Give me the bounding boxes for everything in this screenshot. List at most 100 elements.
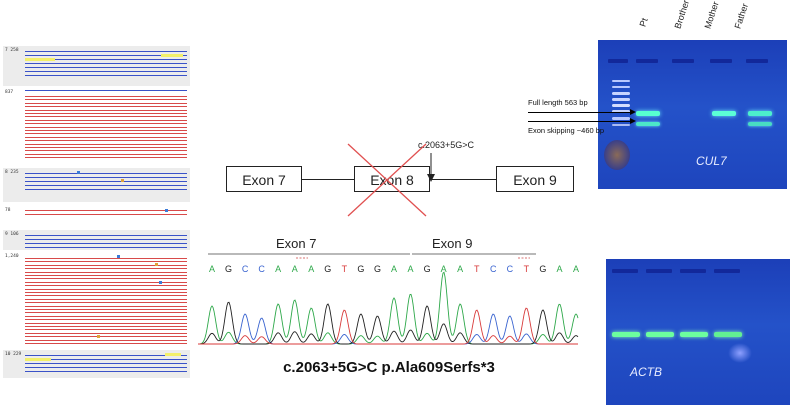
sequence-lines bbox=[25, 46, 187, 86]
actb-band-father bbox=[714, 332, 742, 337]
sequence-line bbox=[25, 71, 187, 72]
sequence-line bbox=[25, 75, 187, 76]
sequence-line bbox=[25, 157, 187, 158]
sequence-line bbox=[25, 113, 187, 114]
base-call-label: A bbox=[308, 264, 314, 274]
sequence-line bbox=[25, 343, 187, 344]
sequence-block-number: 10 229 bbox=[5, 352, 21, 357]
gel-well bbox=[746, 59, 768, 63]
actb-band-mother bbox=[680, 332, 708, 337]
sequence-line bbox=[25, 316, 187, 317]
band-father-skip bbox=[748, 122, 772, 126]
sequence-line bbox=[25, 299, 187, 300]
sequence-block-number: 8 235 bbox=[5, 170, 19, 175]
base-call-label: G bbox=[374, 264, 381, 274]
sequence-block-number: 1,240 bbox=[5, 254, 19, 259]
exon-skipping-label: Exon skipping ~460 bp bbox=[528, 126, 604, 135]
sequence-line bbox=[25, 292, 187, 293]
sequence-marker bbox=[159, 281, 162, 284]
gel-well bbox=[636, 59, 658, 63]
base-call-label: C bbox=[242, 264, 249, 274]
ladder-band bbox=[612, 117, 630, 120]
gel-well bbox=[646, 269, 672, 273]
actb-band-pt bbox=[612, 332, 640, 337]
gel-well bbox=[710, 59, 732, 63]
sequence-line bbox=[25, 309, 187, 310]
gel-well bbox=[672, 59, 694, 63]
sequence-line bbox=[25, 130, 187, 131]
sequence-line bbox=[25, 340, 187, 341]
sequence-line bbox=[25, 103, 187, 104]
mutation-title: c.2063+5G>C p.Ala609Serfs*3 bbox=[198, 359, 580, 376]
ladder-band bbox=[612, 92, 630, 95]
gel-well bbox=[608, 59, 628, 63]
base-call-label: T bbox=[524, 264, 530, 274]
sequence-line bbox=[25, 133, 187, 134]
sequence-line bbox=[25, 268, 187, 269]
base-call-label: G bbox=[357, 264, 364, 274]
sequence-line bbox=[25, 302, 187, 303]
sequence-line bbox=[25, 63, 187, 64]
sequence-block: 837 bbox=[3, 88, 190, 166]
sequence-line bbox=[25, 140, 187, 141]
sequence-line bbox=[25, 289, 187, 290]
sequence-line bbox=[25, 371, 187, 372]
sequence-line bbox=[25, 367, 187, 368]
sequence-line bbox=[25, 278, 187, 279]
actb-smear bbox=[728, 343, 752, 363]
sequence-block: 10 229 bbox=[3, 350, 190, 378]
sequence-line bbox=[25, 363, 187, 364]
sequence-block-number: 7 258 bbox=[5, 48, 19, 53]
exon-skipping-arrow-icon bbox=[630, 118, 636, 124]
gel-well bbox=[612, 269, 638, 273]
base-call-label: G bbox=[424, 264, 431, 274]
gel-well bbox=[714, 269, 740, 273]
sequence-line bbox=[25, 285, 187, 286]
sequence-line bbox=[25, 110, 187, 111]
lane-label-mother: Mother bbox=[702, 0, 720, 30]
sequence-line bbox=[25, 185, 187, 186]
sequence-line bbox=[25, 295, 187, 296]
sequence-marker bbox=[165, 209, 168, 212]
exon-diagram: Exon 7 Exon 8 Exon 9 c.2063+5G>C bbox=[226, 140, 576, 220]
band-father-full bbox=[748, 111, 772, 116]
sequence-line bbox=[25, 261, 187, 262]
sequence-line bbox=[25, 137, 187, 138]
sequence-line bbox=[25, 123, 187, 124]
sequence-lines bbox=[25, 168, 187, 202]
base-call-label: G bbox=[225, 264, 232, 274]
sequence-block: 8 235 bbox=[3, 168, 190, 202]
sequence-line bbox=[25, 177, 187, 178]
base-call-label: A bbox=[209, 264, 215, 274]
sequence-marker bbox=[121, 179, 124, 182]
band-pt-full bbox=[636, 111, 660, 116]
sequence-marker bbox=[117, 255, 120, 258]
ladder-smear bbox=[604, 140, 630, 170]
sequence-line bbox=[25, 333, 187, 334]
sequence-marker bbox=[155, 263, 158, 266]
sequence-block: 9 106 bbox=[3, 230, 190, 250]
ladder-band bbox=[612, 104, 630, 107]
variant-arrow-head bbox=[427, 174, 435, 182]
sequence-line bbox=[25, 154, 187, 155]
lane-label-brother: Brother bbox=[672, 0, 691, 30]
ladder-band bbox=[612, 124, 630, 126]
base-call-label: C bbox=[258, 264, 265, 274]
gel-well bbox=[680, 269, 706, 273]
sequence-line bbox=[25, 96, 187, 97]
gel-actb-gene-label: ACTB bbox=[630, 365, 662, 379]
sequence-line bbox=[25, 150, 187, 151]
base-call-label: C bbox=[507, 264, 514, 274]
sequence-line bbox=[25, 312, 187, 313]
sequence-line bbox=[25, 282, 187, 283]
sequence-line bbox=[25, 173, 187, 174]
sequence-highlight bbox=[165, 353, 181, 356]
sequence-line bbox=[25, 355, 187, 356]
sequence-highlight bbox=[25, 58, 55, 61]
sequence-line bbox=[25, 210, 187, 211]
band-mother-full bbox=[712, 111, 736, 116]
lane-label-father: Father bbox=[732, 2, 750, 30]
base-call-label: A bbox=[391, 264, 397, 274]
base-call-label: G bbox=[539, 264, 546, 274]
lane-label-pt: Pt bbox=[637, 17, 649, 28]
